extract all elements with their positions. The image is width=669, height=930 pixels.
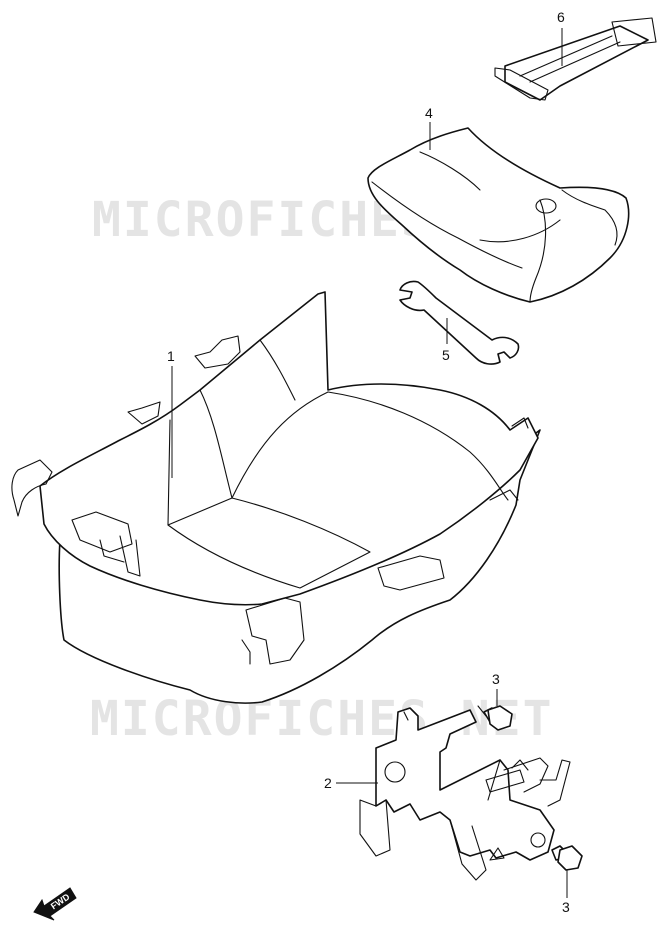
callout-1-number: 1	[167, 348, 175, 364]
callout-6: 6	[557, 9, 565, 66]
callout-5: 5	[442, 318, 450, 363]
part-2-bracket[interactable]	[359, 707, 571, 881]
callout-3a: 3	[492, 671, 500, 706]
callout-2: 2	[324, 775, 378, 791]
callout-3b: 3	[562, 870, 570, 915]
callout-4-number: 4	[425, 105, 433, 121]
callout-1: 1	[167, 348, 175, 478]
part-6-strap[interactable]	[494, 17, 657, 101]
callout-3b-number: 3	[562, 899, 570, 915]
callout-6-number: 6	[557, 9, 565, 25]
fwd-arrow-icon: FWD	[33, 887, 77, 921]
callout-2-number: 2	[324, 775, 332, 791]
part-3-bolt-top[interactable]	[477, 705, 513, 731]
part-4-seat-bag[interactable]	[367, 127, 630, 303]
callout-5-number: 5	[442, 347, 450, 363]
callout-4: 4	[425, 105, 433, 150]
part-3-bolt-bottom[interactable]	[551, 845, 583, 871]
callout-3a-number: 3	[492, 671, 500, 687]
watermark-bottom: MICROFICHES.NET	[90, 691, 553, 747]
part-1-seat-box[interactable]	[11, 291, 541, 704]
part-5-wrench[interactable]	[399, 280, 520, 365]
